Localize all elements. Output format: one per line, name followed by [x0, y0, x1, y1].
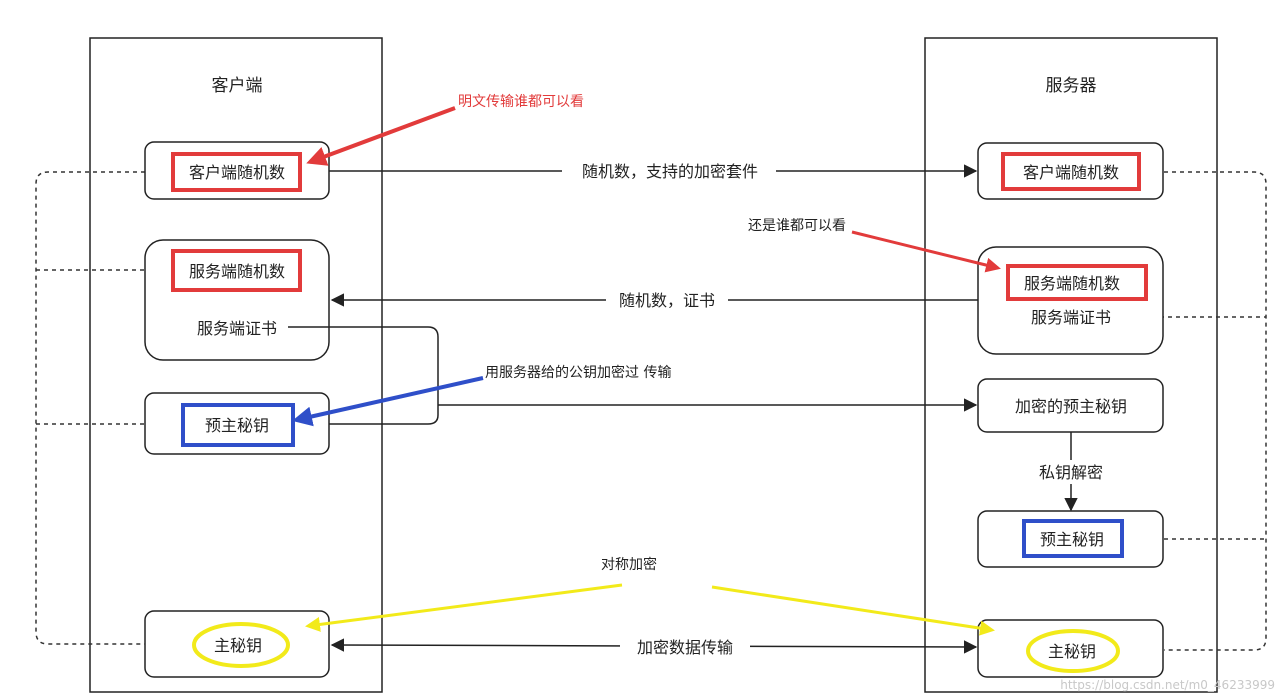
client-hello-label-bg — [562, 159, 776, 183]
server-cert-label: 服务端证书 — [1031, 308, 1111, 327]
data-transfer-label: 加密数据传输 — [637, 638, 733, 657]
server-random-label: 服务端随机数 — [1024, 274, 1120, 293]
server-title: 服务器 — [1046, 76, 1097, 96]
server-premaster-label: 预主秘钥 — [1040, 530, 1104, 549]
server-premaster-highlight — [1022, 519, 1124, 558]
server-client-random-box — [977, 142, 1164, 200]
client-column — [89, 37, 383, 693]
client-master-box — [144, 610, 330, 678]
data-transfer-label-bg — [620, 635, 750, 659]
cert-to-premaster-connector — [288, 326, 439, 425]
plaintext-annotation-arrow — [306, 106, 456, 166]
server-hello-label: 随机数，证书 — [619, 291, 715, 310]
client-premaster-label: 预主秘钥 — [205, 416, 269, 435]
server-client-random-highlight — [1001, 152, 1141, 191]
client-server-random-label: 服务端随机数 — [189, 262, 285, 281]
server-master-highlight — [1026, 629, 1120, 673]
symmetric-annotation: 对称加密 — [601, 556, 657, 573]
client-server-hello-box — [144, 239, 330, 361]
client-random-label: 客户端随机数 — [189, 163, 285, 182]
server-column — [924, 37, 1218, 693]
watermark: https://blog.csdn.net/m0_46233999 — [1060, 678, 1275, 692]
decrypt-label-bg — [1028, 460, 1114, 484]
anyone-can-see-arrow — [851, 230, 1001, 273]
client-dotted-links — [35, 171, 145, 645]
anyone-can-see-annotation: 还是谁都可以看 — [748, 218, 846, 234]
client-random-highlight — [171, 152, 302, 192]
server-master-box — [977, 619, 1164, 678]
client-hello-label: 随机数，支持的加密套件 — [582, 162, 758, 181]
client-cert-label: 服务端证书 — [197, 319, 277, 338]
server-enc-premaster-label: 加密的预主秘钥 — [1015, 397, 1127, 416]
plaintext-annotation: 明文传输谁都可以看 — [458, 94, 584, 110]
client-master-highlight — [192, 622, 290, 668]
client-title: 客户端 — [212, 76, 263, 96]
server-hello-label-bg — [606, 288, 728, 312]
server-random-highlight — [1006, 264, 1148, 301]
pubkey-annotation-arrow — [292, 376, 484, 427]
server-master-label: 主秘钥 — [1048, 642, 1096, 661]
client-server-random-highlight — [171, 249, 302, 292]
client-master-label: 主秘钥 — [214, 636, 262, 655]
symmetric-arrow-left — [305, 583, 623, 632]
decrypt-label: 私钥解密 — [1039, 463, 1103, 482]
server-client-random-label: 客户端随机数 — [1023, 163, 1119, 182]
symmetric-arrow-right — [711, 585, 995, 636]
pubkey-annotation: 用服务器给的公钥加密过 传输 — [485, 364, 671, 381]
